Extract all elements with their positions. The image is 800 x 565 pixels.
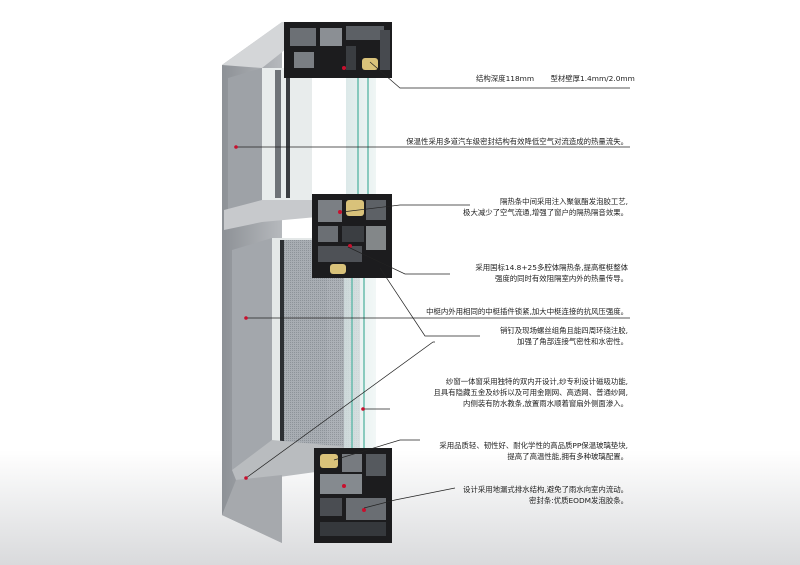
leader-spec bbox=[369, 61, 630, 89]
insect-screen-mesh bbox=[282, 240, 360, 455]
foam-label: 隔热条中间采用注入聚氨酯发泡胶工艺, 极大减少了空气流通,增强了窗户的隔热隔音效… bbox=[463, 196, 628, 218]
insulation-label: 保温性采用多道汽车级密封结构有效降低空气对流造成的热量流失。 bbox=[406, 136, 628, 147]
glazing-line-1: 采用品质轻、韧性好、耐化学性的高品质PP保温玻璃垫块, bbox=[439, 441, 628, 450]
leader-dots bbox=[234, 145, 365, 480]
mullion-label: 中梃内外用相同的中梃插件锁紧,加大中梃连接的抗风压强度。 bbox=[426, 306, 628, 317]
screen-line-1: 纱窗一体窗采用独特的双内开设计,纱专利设计磁吸功能, bbox=[445, 377, 628, 386]
corner-label: 销钉及现场螺丝组角且能四周环绕注胶, 加强了角部连接气密性和水密性。 bbox=[500, 325, 628, 347]
leader-glazing bbox=[333, 439, 420, 461]
foam-line-2: 极大减少了空气流通,增强了窗户的隔热隔音效果。 bbox=[463, 208, 628, 217]
leader-drain bbox=[363, 487, 456, 509]
screen-line-2: 且具有隐藏五金及纱拆以及可用金刚网、高透网、普通纱网, bbox=[433, 388, 628, 397]
mullion-text: 中梃内外用相同的中梃插件锁紧,加大中梃连接的抗风压强度。 bbox=[426, 307, 628, 316]
screen-line-3: 内侧装有防水教条,放置雨水顺着窗扇外侧面渗入。 bbox=[463, 399, 628, 408]
leader-foam bbox=[341, 204, 470, 213]
glass-pane-upper bbox=[346, 60, 376, 205]
screen-label: 纱窗一体窗采用独特的双内开设计,纱专利设计磁吸功能, 且具有隐藏五金及纱拆以及可… bbox=[433, 376, 628, 409]
strip-line-2: 强度的同时有效阻隔室内外的热量传导。 bbox=[494, 274, 628, 283]
strip-line-1: 采用国标14.8+25多腔体隔热条,提高框梃整体 bbox=[475, 263, 628, 272]
leader-screen bbox=[245, 341, 435, 479]
upper-opening-side bbox=[228, 68, 262, 210]
lower-opening-side bbox=[232, 238, 272, 470]
top-profile-section bbox=[284, 22, 392, 78]
leader-corner bbox=[379, 267, 480, 337]
spec-thickness: 型材壁厚1.4mm/2.0mm bbox=[550, 74, 635, 83]
glazing-line-2: 提高了高温性能,拥有多种玻璃配置。 bbox=[507, 452, 628, 461]
drain-text: 设计采用地漏式排水结构,避免了雨水向室内流动。 bbox=[463, 485, 628, 494]
leader-strip bbox=[347, 246, 450, 275]
strip-label: 采用国标14.8+25多腔体隔热条,提高框梃整体 强度的同时有效阻隔室内外的热量… bbox=[475, 262, 628, 284]
foam-line-1: 隔热条中间采用注入聚氨酯发泡胶工艺, bbox=[500, 197, 628, 206]
drain-label: 设计采用地漏式排水结构,避免了雨水向室内流动。 密封条:优质EODM发泡胶条。 bbox=[463, 484, 628, 506]
bottom-profile-section bbox=[314, 448, 392, 543]
insulation-text: 保温性采用多道汽车级密封结构有效降低空气对流造成的热量流失。 bbox=[406, 137, 628, 146]
transom-profile-section bbox=[312, 194, 392, 278]
glazing-label: 采用品质轻、韧性好、耐化学性的高品质PP保温玻璃垫块, 提高了高温性能,拥有多种… bbox=[439, 440, 628, 462]
corner-line-1: 销钉及现场螺丝组角且能四周环绕注胶, bbox=[500, 326, 628, 335]
spec-label: 结构深度118mm 型材壁厚1.4mm/2.0mm bbox=[476, 73, 635, 84]
corner-line-2: 加强了角部连接气密性和水密性。 bbox=[517, 337, 628, 346]
spec-depth: 结构深度118mm bbox=[476, 74, 535, 83]
glass-pane-lower bbox=[344, 252, 376, 457]
floor bbox=[0, 450, 800, 565]
leader-lines bbox=[236, 61, 630, 509]
seal-text: 密封条:优质EODM发泡胶条。 bbox=[529, 496, 628, 505]
